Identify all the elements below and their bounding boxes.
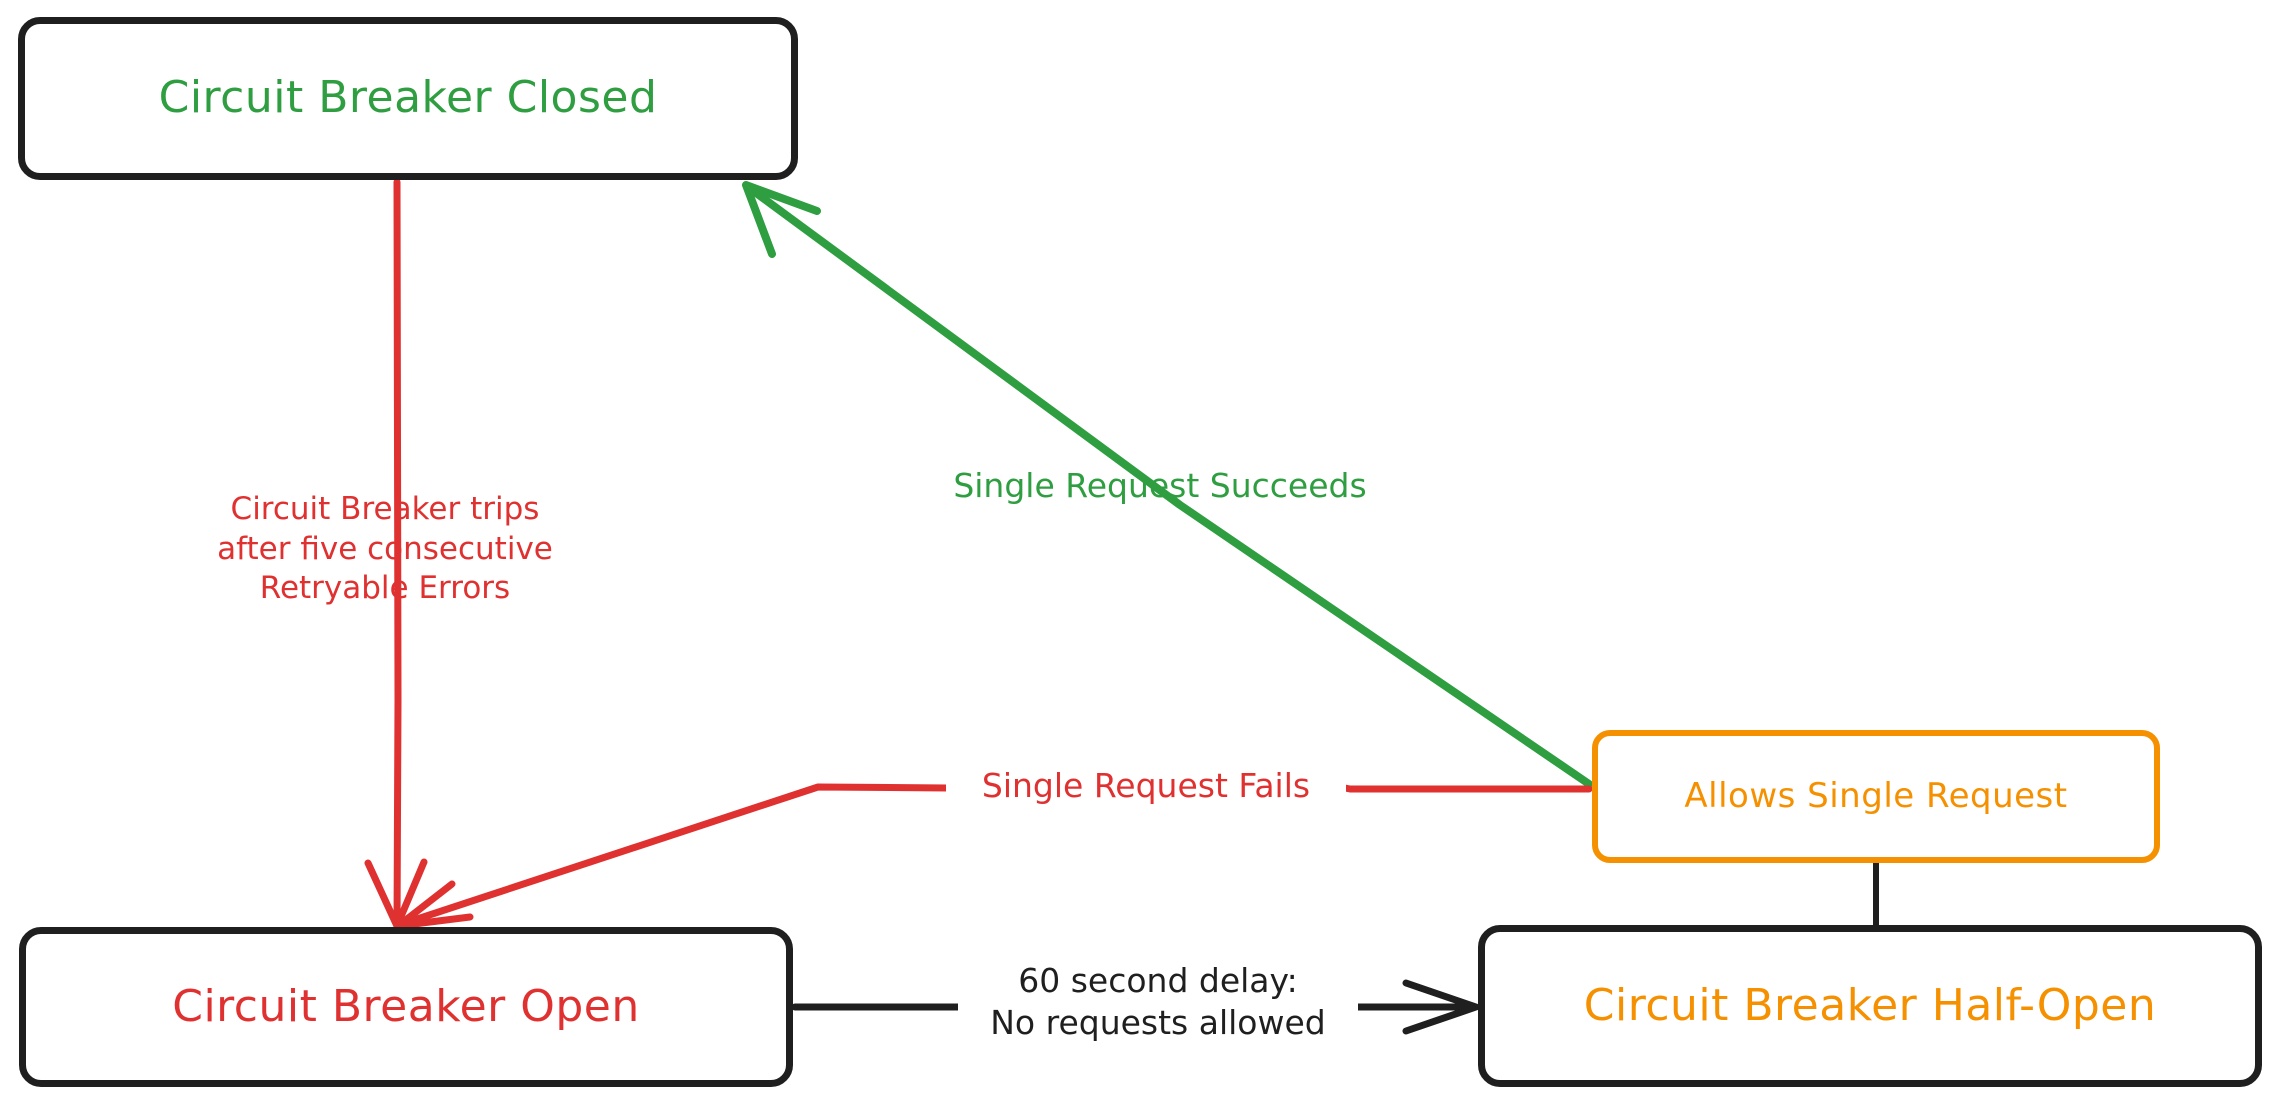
node-circuit-breaker-half-open[interactable]: Circuit Breaker Half-Open <box>1478 925 2262 1087</box>
edge-label-open-to-half-open: 60 second delay: No requests allowed <box>958 960 1358 1045</box>
edge-open-to-half-open <box>791 979 1480 1035</box>
node-circuit-breaker-open[interactable]: Circuit Breaker Open <box>19 927 793 1087</box>
node-circuit-breaker-half-open-label: Circuit Breaker Half-Open <box>1583 979 2157 1031</box>
node-allows-single-request-label: Allows Single Request <box>1684 775 2068 816</box>
node-circuit-breaker-closed-label: Circuit Breaker Closed <box>158 72 658 124</box>
edge-allows-to-open <box>394 783 1593 930</box>
node-allows-single-request[interactable]: Allows Single Request <box>1592 730 2160 863</box>
edge-closed-to-open <box>364 178 428 930</box>
node-circuit-breaker-closed[interactable]: Circuit Breaker Closed <box>18 17 798 180</box>
edge-label-allows-to-open: Single Request Fails <box>946 765 1346 808</box>
node-circuit-breaker-open-label: Circuit Breaker Open <box>172 980 640 1032</box>
edge-allows-to-closed <box>742 181 1593 788</box>
edge-label-closed-to-open: Circuit Breaker trips after five consecu… <box>217 491 553 607</box>
edge-label-allows-to-closed: Single Request Succeeds <box>953 466 1367 505</box>
